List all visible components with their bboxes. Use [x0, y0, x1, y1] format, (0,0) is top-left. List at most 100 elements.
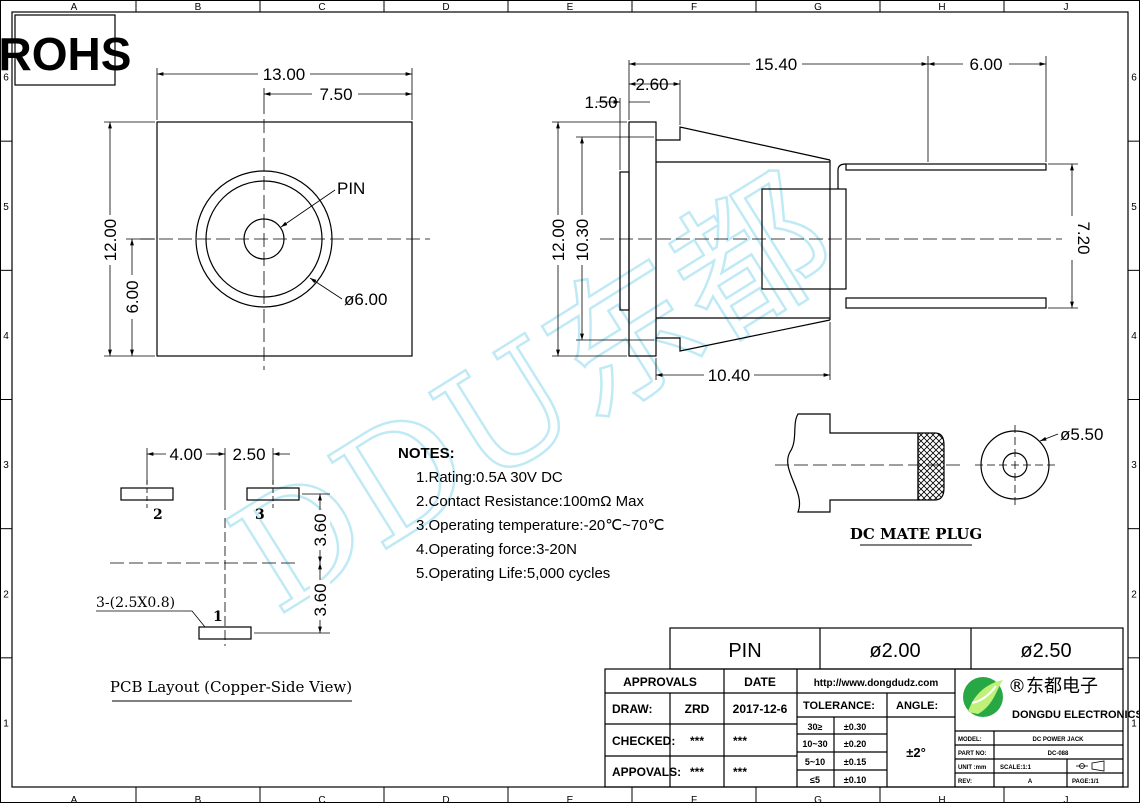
frame-row-label-right: 4	[1131, 331, 1137, 342]
frame-row-label-right: 2	[1131, 589, 1137, 600]
frame-col-label-bottom: E	[567, 795, 574, 803]
page-label: PAGE:1/1	[1072, 779, 1100, 785]
plug-labels: ø5.50 DC MATE PLUG	[850, 425, 1104, 543]
frame-col-label-bottom: F	[691, 795, 697, 803]
frame-row-label-left: 2	[3, 589, 9, 600]
pcb-dim-3-6b: 3.60	[311, 583, 330, 616]
pin-label: PIN	[337, 179, 365, 198]
dim-7-5: 7.50	[319, 85, 352, 104]
checked-label: CHECKED:	[612, 734, 675, 748]
plug-label: DC MATE PLUG	[850, 525, 982, 543]
date-header: DATE	[744, 675, 776, 689]
angle-value: ±2°	[906, 745, 926, 760]
dim-15-4: 15.40	[755, 55, 798, 74]
rohs-label: ROHS	[0, 28, 131, 80]
frame-row-label-right: 1	[1131, 718, 1137, 729]
frame-col-label-bottom: C	[318, 795, 325, 803]
part-value: DC-088	[1048, 751, 1069, 757]
note-2: 2.Contact Resistance:100mΩ Max	[416, 493, 644, 510]
frame-row-label-left: 1	[3, 718, 9, 729]
frame-row-label-right: 6	[1131, 73, 1137, 84]
rohs-box: ROHS	[0, 14, 131, 86]
draw-name: ZRD	[685, 702, 710, 716]
pcb-labels: 4.00 2.50 3.60 3.60 3-(2.5X0.8) 1 2 3 PC…	[96, 444, 352, 696]
rev-label: REV:	[958, 779, 972, 785]
part-label: PART NO:	[958, 751, 987, 757]
frame-row-label-left: 6	[3, 73, 9, 84]
angle-label: ANGLE:	[896, 700, 938, 712]
appovals-name: ***	[690, 765, 704, 779]
rev-value: A	[1028, 779, 1033, 785]
frame-col-label-top: B	[195, 2, 202, 13]
draw-label: DRAW:	[612, 702, 652, 716]
dim-6-00: 6.00	[969, 55, 1002, 74]
dim-12: 12.00	[101, 219, 120, 262]
dim-1-5: 1.50	[584, 93, 617, 112]
frame-row-label-right: 3	[1131, 460, 1137, 471]
frame-col-label-top: F	[691, 2, 697, 13]
tol-range-3: 5~10	[805, 757, 825, 767]
checked-name: ***	[690, 734, 704, 748]
note-1: 1.Rating:0.5A 30V DC	[416, 469, 563, 486]
front-view	[104, 68, 430, 370]
checked-date: ***	[733, 734, 747, 748]
tol-range-4: ≤5	[810, 775, 820, 785]
tolerance-label: TOLERANCE:	[803, 700, 875, 712]
dim-6: 6.00	[123, 280, 142, 313]
frame-col-label-bottom: J	[1064, 795, 1069, 803]
frame-row-label-left: 4	[3, 331, 9, 342]
pad-3-label: 3	[255, 507, 265, 523]
tol-val-1: ±0.30	[844, 722, 866, 732]
website[interactable]: http://www.dongdudz.com	[814, 678, 939, 689]
plug-dia: ø5.50	[1060, 425, 1103, 444]
dim-2-6: 2.60	[635, 75, 668, 94]
note-5: 5.Operating Life:5,000 cycles	[416, 565, 610, 582]
frame-row-label-right: 5	[1131, 202, 1137, 213]
pad-spec: 3-(2.5X0.8)	[96, 595, 175, 611]
pcb-layout	[96, 448, 352, 702]
draw-date: 2017-12-6	[733, 702, 788, 716]
pin-table-text: PIN ø2.00 ø2.50	[728, 640, 1071, 662]
title-block	[604, 668, 1124, 788]
frame-col-label-bottom: B	[195, 795, 202, 803]
tol-val-3: ±0.15	[844, 757, 866, 767]
pin-dia-b: ø2.50	[1020, 640, 1071, 662]
pin-dia-a: ø2.00	[869, 640, 920, 662]
frame-col-label-top: C	[318, 2, 325, 13]
pad-1-label: 1	[213, 609, 223, 625]
pin-table-label: PIN	[728, 640, 761, 662]
dim-10-3: 10.30	[573, 219, 592, 262]
frame-row-label-left: 3	[3, 460, 9, 471]
pcb-dim-2-5: 2.50	[232, 445, 265, 464]
frame-col-label-top: D	[442, 2, 449, 13]
pcb-dim-3-6a: 3.60	[311, 513, 330, 546]
tol-range-1: 30≥	[808, 722, 823, 732]
note-3: 3.Operating temperature:-20℃~70℃	[416, 517, 664, 534]
frame-col-label-top: A	[71, 2, 78, 13]
front-view-dims: 13.00 7.50 12.00 6.00 PIN ø6.00	[100, 64, 387, 319]
dim-7-2: 7.20	[1074, 221, 1093, 254]
title-block-text: APPROVALS DATE DRAW: ZRD 2017-12-6 CHECK…	[612, 675, 1140, 785]
frame-col-label-bottom: A	[71, 795, 78, 803]
model-label: MODEL:	[958, 737, 982, 743]
frame-col-label-top: G	[814, 2, 822, 13]
tol-val-4: ±0.10	[844, 775, 866, 785]
dim-10-4: 10.40	[708, 366, 751, 385]
notes: NOTES: 1.Rating:0.5A 30V DC 2.Contact Re…	[398, 445, 664, 582]
company-en: DONGDU ELECTRONICS	[1012, 709, 1140, 721]
outer-dia-label: ø6.00	[344, 290, 387, 309]
company-cn: ®东都电子	[1008, 676, 1098, 697]
tol-range-2: 10~30	[802, 739, 827, 749]
appovals-date: ***	[733, 765, 747, 779]
model-value: DC POWER JACK	[1032, 737, 1084, 743]
tol-val-2: ±0.20	[844, 739, 866, 749]
frame-col-label-bottom: G	[814, 795, 822, 803]
unit-label: UNIT :mm	[958, 765, 986, 771]
company-logo-icon	[963, 677, 1003, 717]
frame-col-label-top: J	[1064, 2, 1069, 13]
frame-col-label-top: E	[567, 2, 574, 13]
side-view-dims: 15.40 6.00 2.60 1.50 12.00 10.30 10.40 7…	[548, 54, 1093, 385]
